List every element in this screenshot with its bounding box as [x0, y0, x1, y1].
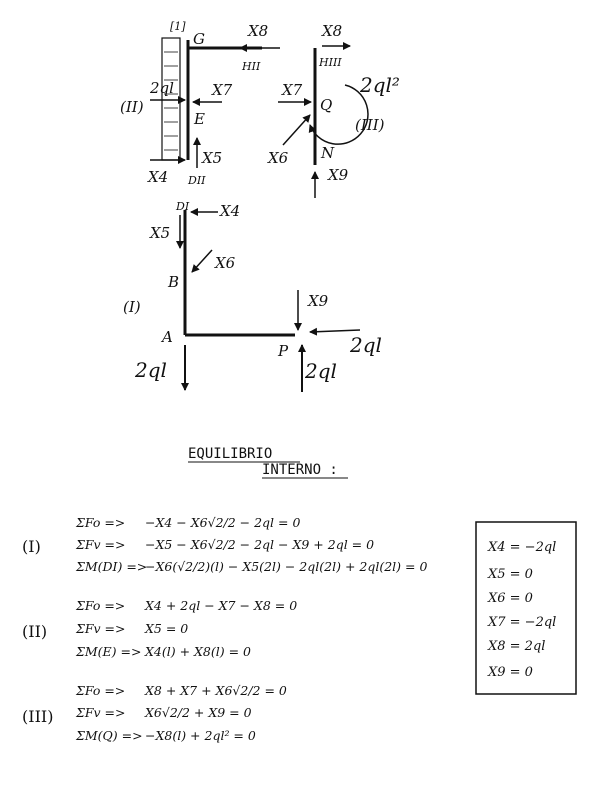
label-load-p-horizontal: 2ql: [349, 333, 382, 357]
eq-iii-name-3: ΣM(Q) =>: [75, 728, 143, 743]
free-body-ii: [1] G X8 HII 2ql (II) X7 E X5 X4 DII: [120, 20, 280, 187]
label-x4-left: X4: [147, 168, 168, 186]
label-moment-2ql2: 2ql²: [359, 73, 400, 97]
result-x8: X8 = 2ql: [487, 639, 545, 654]
label-load-a-down: 2ql: [134, 358, 167, 382]
label-e: E: [193, 110, 205, 128]
equation-group-ii: (II) ΣFo => X4 + 2ql − X7 − X8 = 0 ΣFv =…: [22, 598, 297, 659]
equation-group-i-label: (I): [22, 537, 41, 556]
eq-ii-name-1: ΣFo =>: [75, 598, 125, 613]
label-h3: HIII: [318, 56, 342, 69]
equation-group-i: (I) ΣFo => −X4 − X6√2/2 − 2ql = 0 ΣFv =>…: [22, 515, 427, 574]
label-x6-right: X6: [267, 149, 289, 167]
equation-group-iii: (III) ΣFo => X8 + X7 + X6√2/2 = 0 ΣFv =>…: [22, 683, 287, 743]
label-load-p-up: 2ql: [304, 359, 337, 383]
label-a: A: [160, 328, 173, 346]
x6-arrow-diag: [282, 114, 311, 146]
label-n: N: [320, 144, 335, 162]
eq-i-expr-1: −X4 − X6√2/2 − 2ql = 0: [145, 515, 300, 530]
results-box: X4 = −2ql X5 = 0 X6 = 0 X7 = −2ql X8 = 2…: [475, 521, 577, 695]
moment-2ql2-arrow: [308, 84, 369, 145]
equation-group-iii-label: (III): [22, 707, 53, 726]
label-x5-mid: X5: [149, 224, 170, 242]
equation-group-ii-label: (II): [22, 622, 47, 641]
load-p-horizontal-arrow: [309, 327, 361, 336]
label-q: Q: [320, 96, 332, 114]
eq-ii-name-3: ΣM(E) =>: [75, 644, 141, 659]
eq-ii-expr-1: X4 + 2ql − X7 − X8 = 0: [144, 598, 297, 613]
eq-i-name-1: ΣFo =>: [75, 515, 125, 530]
result-x4: X4 = −2ql: [487, 540, 556, 555]
label-d2: DII: [187, 174, 206, 187]
eq-ii-expr-2: X5 = 0: [144, 621, 188, 636]
label-x9-right: X9: [327, 166, 349, 184]
section-title: EQUILIBRIO INTERNO :: [188, 446, 348, 479]
eq-i-expr-2: −X5 − X6√2/2 − 2ql − X9 + 2ql = 0: [145, 537, 374, 552]
label-section-ii: (II): [120, 98, 144, 116]
label-x5-left: X5: [201, 149, 222, 167]
eq-iii-expr-1: X8 + X7 + X6√2/2 = 0: [144, 683, 287, 698]
distributed-load-box: [161, 37, 181, 161]
eq-iii-name-2: ΣFv =>: [75, 705, 126, 720]
label-x9-mid: X9: [307, 292, 329, 310]
label-x4-mid: X4: [219, 202, 240, 220]
label-d1: DI: [175, 200, 190, 213]
eq-iii-expr-3: −X8(l) + 2ql² = 0: [145, 728, 256, 743]
free-body-i: DI X4 X5 X6 B (I) X9 A 2ql P 2ql 2ql: [123, 200, 382, 392]
label-n1: [1]: [170, 20, 186, 33]
label-x8-right: X8: [321, 22, 342, 40]
label-x7-right: X7: [281, 81, 303, 99]
label-x8-top: X8: [247, 22, 268, 40]
eq-iii-name-1: ΣFo =>: [75, 683, 125, 698]
label-section-i: (I): [123, 298, 141, 316]
label-p: P: [277, 342, 289, 360]
title-line-2: INTERNO :: [262, 462, 338, 478]
label-h2: HII: [241, 60, 261, 73]
distributed-load-arrows: [164, 51, 178, 151]
free-body-iii: X8 HIII X7 Q 2ql² (III) X6 N X9: [267, 22, 400, 198]
label-g: G: [193, 30, 205, 48]
title-line-1: EQUILIBRIO: [188, 446, 272, 462]
label-x6-mid: X6: [214, 254, 236, 272]
label-x7-left: X7: [211, 81, 233, 99]
eq-i-name-3: ΣM(DI) =>: [75, 559, 147, 574]
eq-i-expr-3: −X6(√2/2)(l) − X5(2l) − 2ql(2l) + 2ql(2l…: [145, 559, 427, 574]
label-load-2ql: 2ql: [149, 79, 174, 97]
result-x6: X6 = 0: [487, 591, 533, 606]
x6-arrow-mid: [191, 249, 213, 273]
label-section-iii: (III): [355, 116, 385, 134]
eq-ii-expr-3: X4(l) + X8(l) = 0: [144, 644, 251, 659]
eq-iii-expr-2: X6√2/2 + X9 = 0: [144, 705, 252, 720]
eq-ii-name-2: ΣFv =>: [75, 621, 126, 636]
result-x9: X9 = 0: [487, 665, 533, 680]
result-x7: X7 = −2ql: [487, 615, 556, 630]
label-b: B: [167, 273, 179, 291]
eq-i-name-2: ΣFv =>: [75, 537, 126, 552]
result-x5: X5 = 0: [487, 567, 533, 582]
